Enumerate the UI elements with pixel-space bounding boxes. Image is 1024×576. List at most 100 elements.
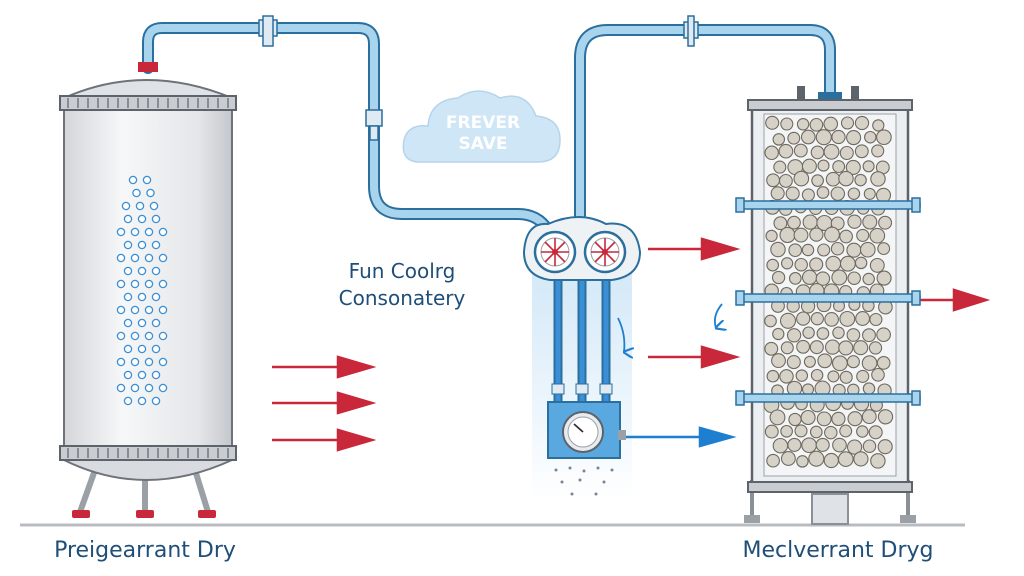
pebble	[817, 159, 830, 172]
bubble	[130, 357, 140, 367]
pebble	[839, 424, 853, 438]
bubble	[130, 227, 140, 237]
bubble	[151, 214, 161, 224]
pebble	[823, 452, 839, 469]
pebble	[876, 327, 891, 343]
pebble	[780, 257, 794, 270]
pebble	[827, 370, 840, 383]
bubble	[158, 383, 168, 393]
bubble-column	[116, 175, 168, 406]
pebble	[831, 411, 846, 427]
pebble	[868, 341, 883, 355]
pebble	[863, 187, 876, 200]
bubble	[123, 266, 133, 276]
bubble	[123, 396, 133, 406]
pebble	[856, 369, 870, 383]
bubble	[144, 227, 154, 237]
pebble	[862, 160, 875, 173]
pebble	[801, 188, 815, 202]
pebble	[816, 327, 830, 340]
bubble	[144, 331, 154, 341]
pebble	[846, 130, 862, 146]
pebble	[847, 187, 861, 200]
pebble	[778, 143, 794, 159]
pebble	[846, 242, 862, 258]
bubble	[151, 370, 161, 380]
pebble	[786, 328, 802, 343]
pebble	[831, 269, 848, 286]
pebble	[764, 424, 779, 439]
bubble	[158, 331, 168, 341]
pebble	[861, 355, 878, 371]
pebble	[824, 339, 841, 355]
pebble	[786, 355, 801, 370]
pebble	[846, 355, 860, 369]
pebble	[859, 241, 876, 258]
pebble	[803, 355, 816, 368]
pebble	[839, 145, 854, 161]
pebble	[832, 160, 846, 174]
pebble	[794, 424, 808, 438]
desiccant-pebbles	[763, 115, 894, 469]
bubble	[151, 396, 161, 406]
pebble	[839, 310, 856, 327]
bubble	[123, 318, 133, 328]
bubble	[158, 227, 168, 237]
bubble	[116, 357, 126, 367]
center-label-line2: Consonatery	[339, 286, 466, 310]
pebble	[788, 412, 802, 427]
pebble	[785, 186, 800, 201]
bubble	[144, 253, 154, 263]
bubble	[116, 279, 126, 289]
bubble	[158, 279, 168, 289]
bubble	[151, 344, 161, 354]
pebble	[870, 453, 886, 469]
pebble	[856, 425, 869, 438]
pebble	[802, 326, 815, 339]
bubble	[158, 305, 168, 315]
pebble	[816, 186, 830, 199]
pebble	[868, 425, 883, 440]
pebble	[780, 341, 794, 355]
bubble	[121, 201, 131, 211]
bubble	[151, 266, 161, 276]
pebble	[772, 327, 785, 341]
bubble	[116, 305, 126, 315]
pebble	[839, 229, 853, 244]
pebble	[779, 312, 797, 329]
bubble	[144, 357, 154, 367]
pebble	[771, 270, 786, 285]
bubble	[137, 344, 147, 354]
pebble	[780, 117, 794, 131]
pebble	[831, 355, 848, 372]
pebble	[877, 439, 893, 455]
pebble	[770, 241, 786, 258]
pebble	[855, 311, 871, 326]
pipe-fittings	[258, 15, 699, 141]
pebble	[764, 341, 779, 356]
pebble	[796, 311, 811, 326]
pebble	[870, 171, 886, 187]
bubble	[137, 318, 147, 328]
pebble	[795, 369, 809, 382]
bubble	[146, 188, 155, 198]
pebble	[847, 411, 863, 427]
pebble	[788, 272, 802, 285]
pebble	[847, 271, 861, 285]
bubble	[151, 292, 161, 302]
pebble	[840, 116, 855, 130]
pebble	[862, 214, 878, 230]
pebble	[854, 115, 870, 131]
bubble	[130, 305, 140, 315]
pebble	[853, 451, 869, 467]
pebble	[796, 118, 810, 131]
pebble	[856, 228, 870, 242]
pebble	[773, 160, 787, 174]
pebble	[839, 255, 856, 272]
pebble	[802, 214, 818, 230]
pebble	[878, 215, 893, 230]
bubble	[137, 292, 147, 302]
outlet-arrow-right	[920, 288, 991, 312]
bubble	[116, 227, 126, 237]
